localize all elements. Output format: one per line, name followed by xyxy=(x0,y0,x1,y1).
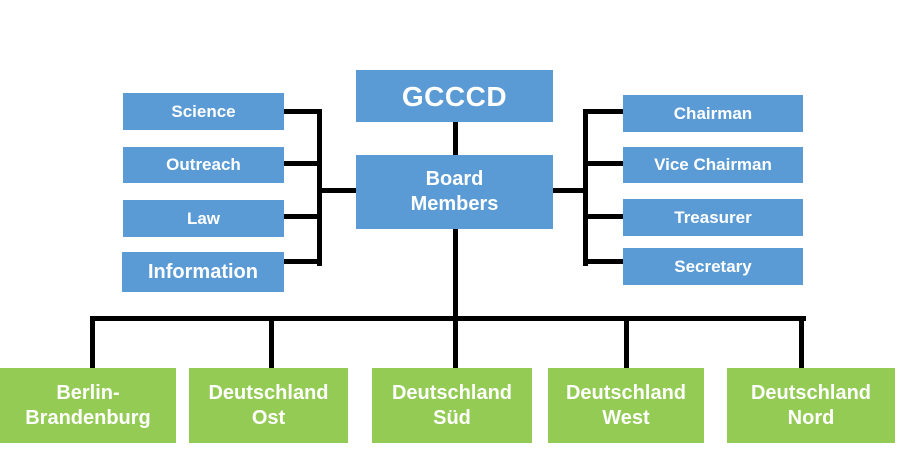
node-board-members: Board Members xyxy=(356,155,553,229)
node-deutschland-ost: Deutschland Ost xyxy=(189,368,348,443)
node-outreach-label: Outreach xyxy=(166,155,241,175)
node-deutschland-west: Deutschland West xyxy=(548,368,704,443)
node-gcccd-label: GCCCD xyxy=(401,80,508,112)
node-information-label: Information xyxy=(148,260,258,283)
node-deutschland-west-label: Deutschland West xyxy=(565,381,687,429)
connector-stub-science xyxy=(282,109,319,114)
connector-left-trunk-to-board xyxy=(320,188,358,193)
node-deutschland-nord: Deutschland Nord xyxy=(727,368,895,443)
connector-stub-vice-chairman xyxy=(586,161,624,166)
node-chairman: Chairman xyxy=(623,95,803,132)
node-secretary: Secretary xyxy=(623,248,803,285)
node-treasurer-label: Treasurer xyxy=(674,207,752,227)
node-gcccd: GCCCD xyxy=(356,70,553,122)
connector-drop-deutschland-west xyxy=(624,316,629,368)
node-deutschland-nord-label: Deutschland Nord xyxy=(750,381,872,429)
node-science: Science xyxy=(123,93,284,130)
node-secretary-label: Secretary xyxy=(674,256,752,276)
node-vice-chairman: Vice Chairman xyxy=(623,147,803,183)
connector-stub-chairman xyxy=(586,109,624,114)
connector-drop-berlin-brandenburg xyxy=(90,316,95,368)
node-treasurer: Treasurer xyxy=(623,199,803,236)
node-science-label: Science xyxy=(171,101,236,121)
node-vice-chairman-label: Vice Chairman xyxy=(654,155,772,175)
connector-right-trunk xyxy=(583,109,588,266)
node-law-label: Law xyxy=(186,208,221,228)
connector-stub-treasurer xyxy=(586,214,624,219)
node-board-members-label: Board Members xyxy=(410,168,499,215)
connector-stub-secretary xyxy=(586,259,624,264)
node-chairman-label: Chairman xyxy=(673,103,753,123)
connector-board-to-regions xyxy=(453,229,458,368)
connector-left-trunk xyxy=(317,109,322,266)
connector-regions-horizontal xyxy=(90,316,806,321)
node-deutschland-sued-label: Deutschland Süd xyxy=(391,381,513,429)
connector-board-to-right-trunk xyxy=(551,188,588,193)
node-outreach: Outreach xyxy=(123,147,284,183)
node-law: Law xyxy=(123,200,284,237)
connector-drop-deutschland-ost xyxy=(269,316,274,368)
connector-stub-law xyxy=(282,214,319,219)
connector-drop-deutschland-nord xyxy=(799,316,804,368)
node-deutschland-sued: Deutschland Süd xyxy=(372,368,532,443)
node-berlin-brandenburg-label: Berlin- Brandenburg xyxy=(25,381,151,429)
connector-root-to-board xyxy=(453,122,458,155)
node-deutschland-ost-label: Deutschland Ost xyxy=(208,381,329,429)
node-berlin-brandenburg: Berlin- Brandenburg xyxy=(0,368,176,443)
connector-stub-information xyxy=(282,259,319,264)
connector-stub-outreach xyxy=(282,161,319,166)
node-information: Information xyxy=(122,252,284,292)
